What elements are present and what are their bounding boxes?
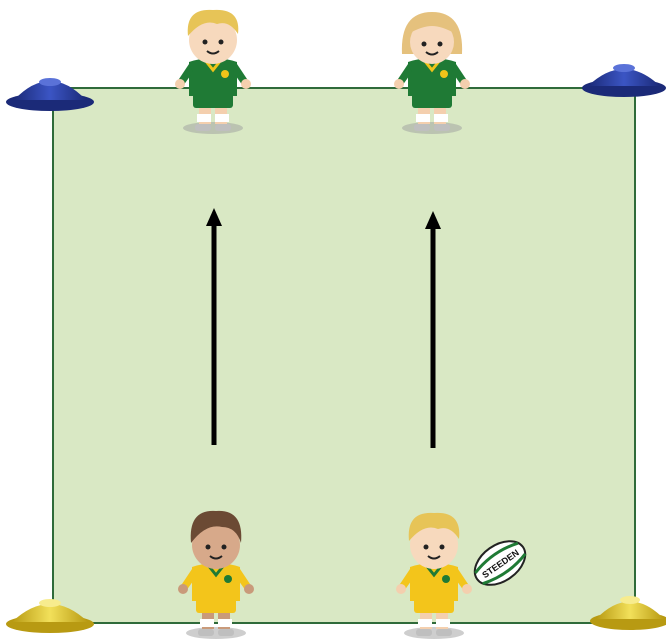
field-area bbox=[53, 88, 635, 623]
cone-top-right bbox=[582, 64, 666, 97]
